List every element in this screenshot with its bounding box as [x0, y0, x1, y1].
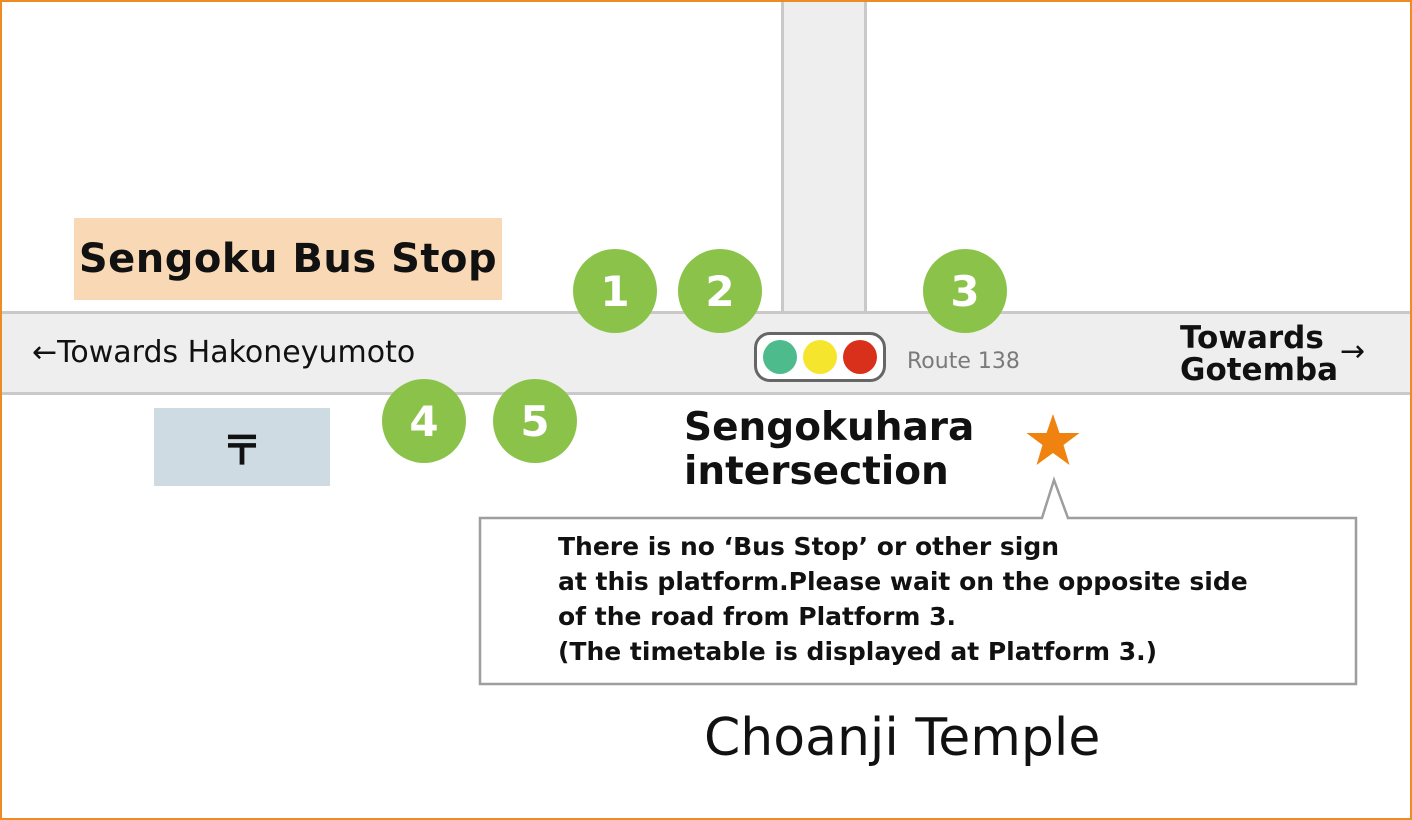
direction-gotemba-line-2: Gotemba	[1180, 352, 1338, 388]
notice-callout	[478, 476, 1358, 686]
notice-line-2: at this platform.Please wait on the oppo…	[558, 567, 1248, 596]
traffic-light-icon	[754, 332, 886, 382]
yellow-light	[803, 340, 837, 374]
platform-1-marker[interactable]: 1	[573, 249, 657, 333]
intersection-label-line-2: intersection	[684, 449, 949, 494]
direction-hakoneyumoto-label: ←Towards Hakoneyumoto	[32, 335, 416, 370]
star-shape	[1026, 414, 1080, 465]
callout-outline	[478, 476, 1358, 686]
intersection-label-line-1: Sengokuhara	[684, 405, 975, 450]
bus-stop-name-label: Sengoku Bus Stop	[74, 218, 502, 300]
notice-line-3: of the road from Platform 3.	[558, 602, 957, 631]
route-label: Route 138	[907, 349, 1020, 374]
direction-gotemba-label: Towards Gotemba	[1180, 322, 1338, 386]
platform-notice-text: There is no ‘Bus Stop’ or other sign at …	[558, 529, 1248, 669]
red-light	[843, 340, 877, 374]
crossing-road	[781, 2, 867, 317]
intersection-label: Sengokuhara intersection	[684, 406, 974, 494]
post-office-symbol: 〒	[222, 428, 262, 474]
platform-3-marker[interactable]: 3	[923, 249, 1007, 333]
star-icon	[1026, 414, 1080, 465]
direction-gotemba-line-1: Towards	[1180, 320, 1324, 356]
platform-2-marker[interactable]: 2	[678, 249, 762, 333]
choanji-temple-label: Choanji Temple	[704, 708, 1101, 768]
notice-line-4: (The timetable is displayed at Platform …	[558, 637, 1158, 666]
post-office-icon: 〒	[154, 408, 330, 486]
platform-5-marker[interactable]: 5	[493, 379, 577, 463]
right-arrow-icon: →	[1340, 334, 1366, 369]
green-light	[763, 340, 797, 374]
platform-4-marker[interactable]: 4	[382, 379, 466, 463]
notice-line-1: There is no ‘Bus Stop’ or other sign	[558, 532, 1060, 561]
